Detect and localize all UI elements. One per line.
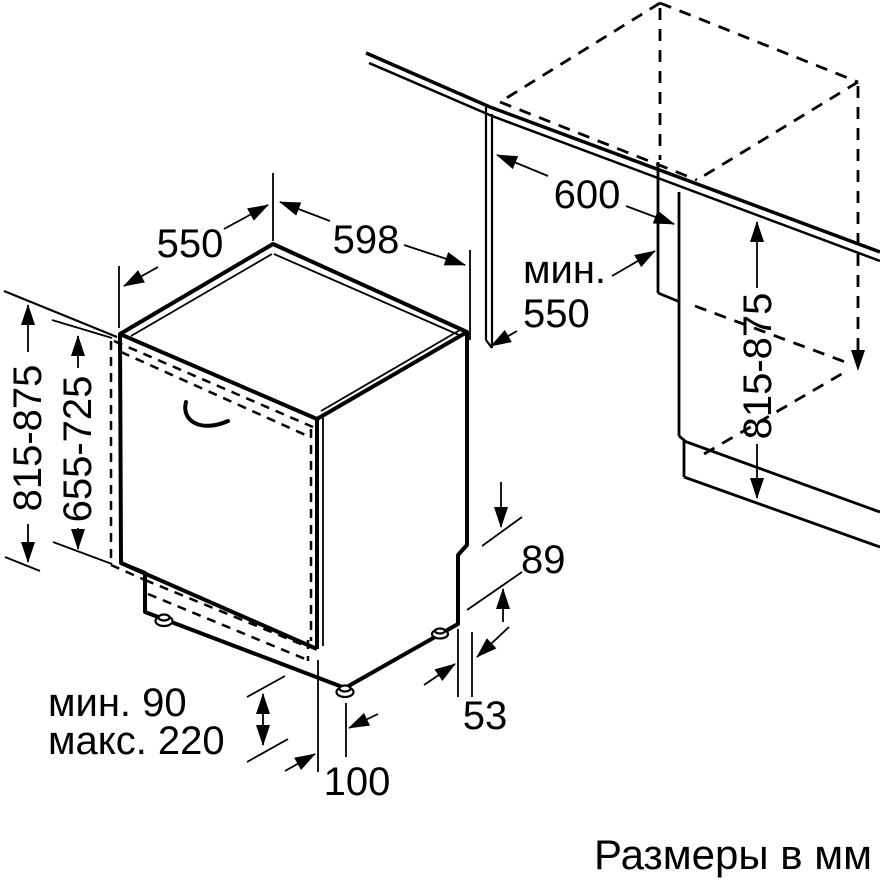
- niche-volume-dashed-outline: [499, 1, 865, 456]
- niche-right-side-panel: [656, 162, 880, 549]
- dim-height-left: 815-875: [4, 304, 50, 572]
- plinth-recess-dashed: [147, 592, 311, 663]
- dim-door-panel-height: 655-725: [51, 319, 113, 565]
- dishwasher-outline: [118, 242, 469, 690]
- niche-floor-back-edge: [694, 304, 849, 365]
- dim-front-foot-offset: 100: [284, 660, 391, 804]
- dim-niche-min-prefix: мин.: [523, 248, 606, 292]
- dim-top-depth: 550: [118, 173, 274, 328]
- niche-left-side-panel: [484, 107, 494, 349]
- countertop-left-stub: [3, 289, 118, 339]
- diagram-caption: Размеры в мм: [594, 831, 872, 878]
- dim-top-width-label: 598: [333, 218, 400, 262]
- adjustable-foot-right: [430, 627, 450, 640]
- adjustable-foot-front: [335, 684, 355, 699]
- dishwasher-door-dashed: [109, 339, 314, 663]
- dim-rear-step-label: 89: [521, 538, 566, 582]
- dim-top-width: 598: [279, 201, 471, 340]
- dim-height-left-label: 815-875: [6, 365, 50, 512]
- dim-top-depth-label: 550: [157, 222, 224, 266]
- dim-niche-min-width: мин. 550: [490, 248, 656, 347]
- dim-rear-step: 89: [466, 482, 566, 622]
- dim-height-right: 815-875: [736, 221, 780, 499]
- dim-niche-width-label: 600: [554, 173, 621, 217]
- dishwasher: [109, 242, 469, 699]
- niche-plinth-board: [683, 475, 880, 549]
- dim-plinth-max-label: макс. 220: [48, 719, 225, 763]
- dim-front-foot-offset-label: 100: [324, 760, 391, 804]
- dim-plinth-min-label: мин. 90: [48, 681, 187, 725]
- dim-plinth-height: мин. 90 макс. 220: [48, 675, 289, 763]
- niche-floor-front-edge: [703, 370, 846, 456]
- niche-floor-arrowhead: [851, 350, 865, 371]
- dishwasher-front-bottom-edge: [120, 561, 318, 651]
- adjustable-foot-left: [154, 613, 174, 628]
- dim-door-panel-height-label: 655-725: [56, 376, 100, 523]
- dim-rear-foot-offset-label: 53: [463, 694, 508, 738]
- door-handle-recess: [183, 400, 230, 428]
- dim-niche-min-value: 550: [523, 292, 590, 336]
- dim-rear-foot-offset: 53: [423, 626, 510, 738]
- dim-height-right-label: 815-875: [736, 293, 780, 440]
- dim-niche-width: 600: [496, 154, 675, 225]
